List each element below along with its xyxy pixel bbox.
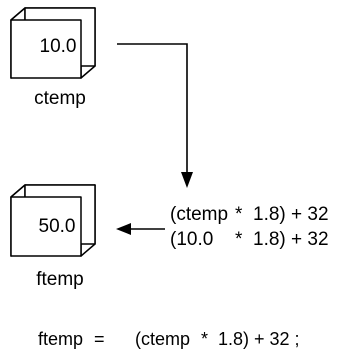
svg-text:1.8) + 32: 1.8) + 32	[253, 229, 329, 250]
assignment-statement: ftemp = (ctemp * 1.8) + 32 ;	[38, 329, 300, 349]
svg-text:(ctemp: (ctemp	[135, 329, 190, 349]
ftemp-memory-box	[10, 184, 96, 257]
svg-text:=: =	[94, 329, 105, 349]
ftemp-value: 50.0	[39, 216, 76, 237]
svg-text:1.8) + 32: 1.8) + 32	[253, 204, 329, 225]
ctemp-value: 10.0	[40, 36, 77, 57]
svg-text:(ctemp: (ctemp	[170, 204, 228, 225]
svg-text:*: *	[235, 229, 243, 250]
numeric-expression: (10.0 * 1.8) + 32	[170, 229, 329, 250]
ftemp-label: ftemp	[36, 269, 84, 290]
svg-text:*: *	[201, 329, 208, 349]
symbolic-expression: (ctemp * 1.8) + 32	[170, 204, 329, 225]
ctemp-label: ctemp	[34, 88, 86, 109]
ctemp-to-expression-connector	[117, 43, 188, 178]
ctemp-memory-box	[10, 7, 96, 79]
svg-text:*: *	[235, 204, 243, 225]
left-arrow-head	[116, 223, 131, 235]
svg-text:(10.0: (10.0	[170, 229, 213, 250]
down-arrow-head	[181, 172, 193, 188]
svg-text:ftemp: ftemp	[38, 329, 83, 349]
svg-text:1.8) + 32 ;: 1.8) + 32 ;	[218, 329, 300, 349]
